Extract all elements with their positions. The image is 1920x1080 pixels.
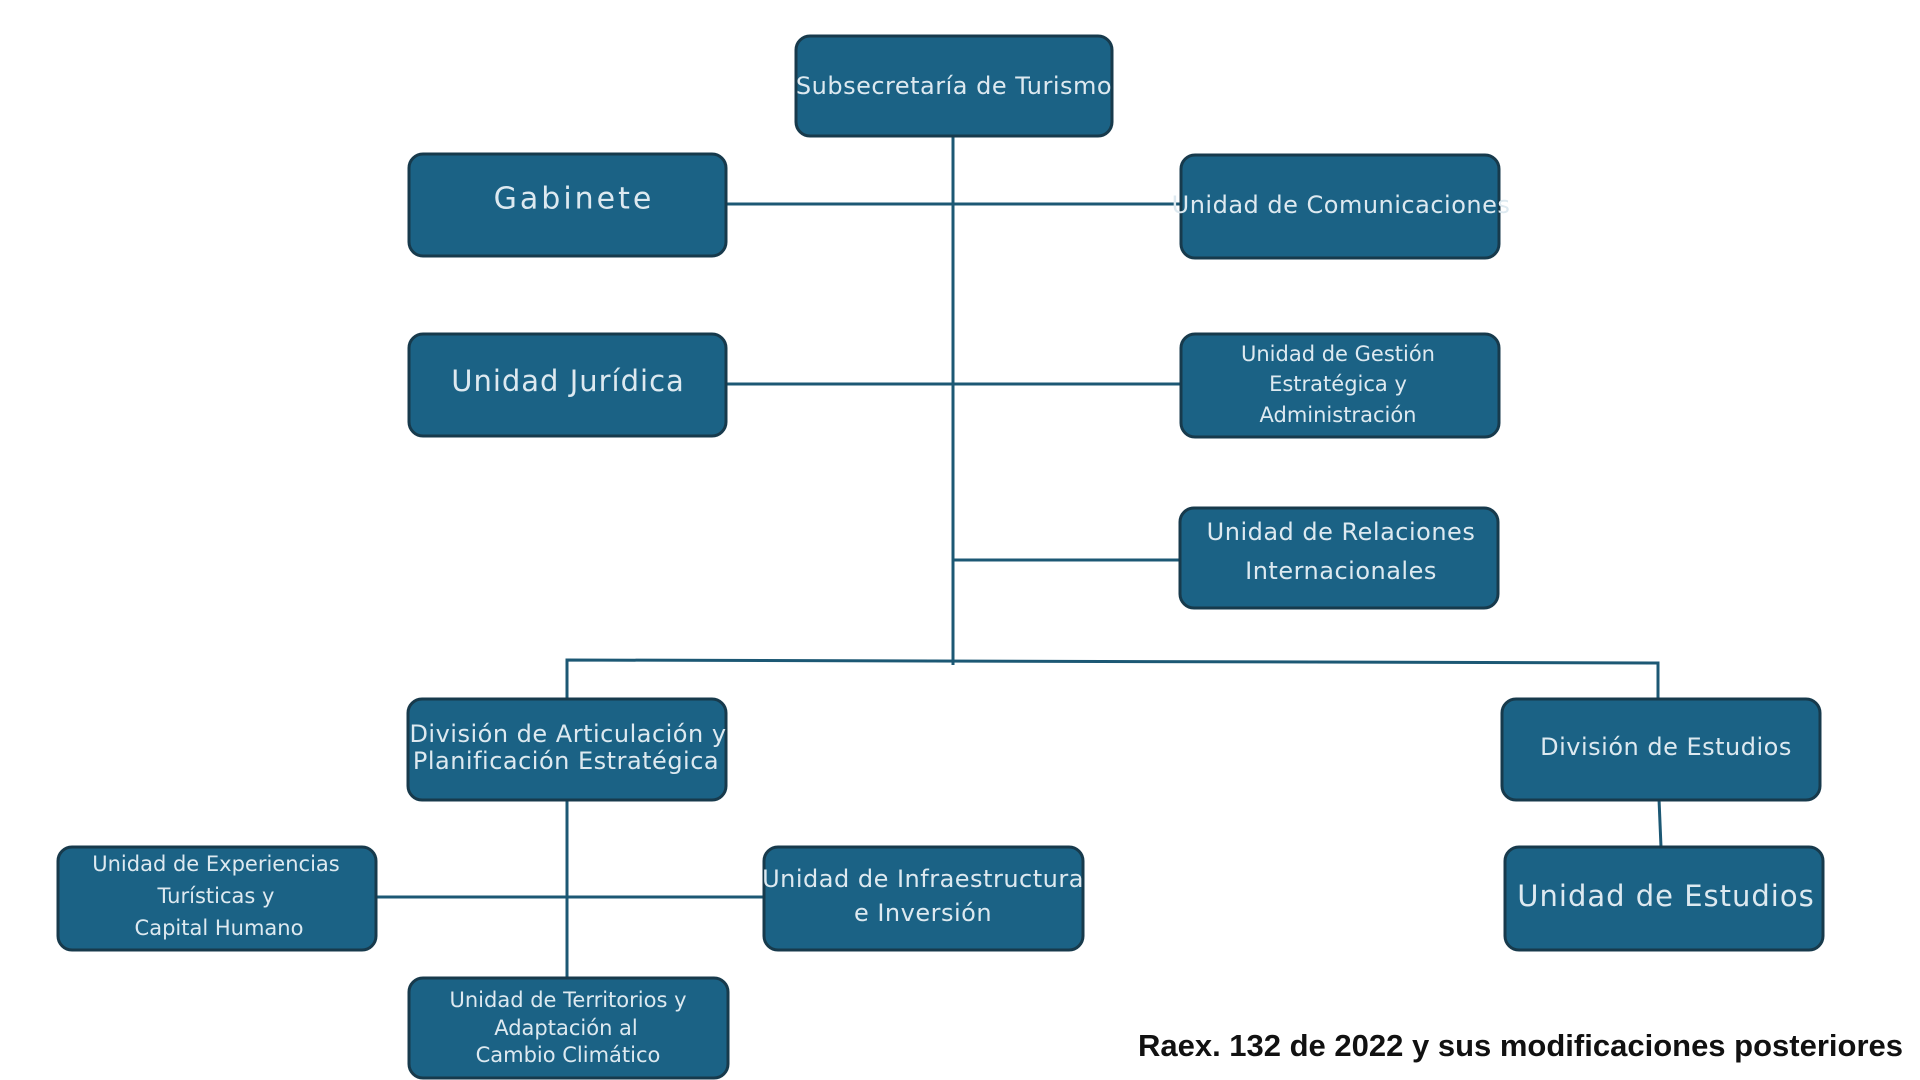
- node-unidad-comunicaciones: Unidad de Comunicaciones: [1172, 153, 1511, 260]
- node-gabinete: Gabinete: [407, 152, 728, 258]
- node-box: [407, 152, 728, 258]
- node-box: [794, 34, 1114, 138]
- node-label-line-1: Unidad de Infraestructura: [762, 865, 1084, 893]
- node-label-line-2: Internacionales: [1245, 557, 1437, 585]
- node-unidad-infraestructura: Unidad de Infraestructura e Inversión: [762, 845, 1085, 952]
- node-unidad-estudios: Unidad de Estudios: [1503, 845, 1825, 952]
- node-label-line-3: Cambio Climático: [476, 1043, 661, 1067]
- node-label-line-3: Capital Humano: [135, 916, 304, 940]
- node-label: Gabinete: [494, 182, 655, 217]
- node-label-line-1: Unidad de Experiencias: [92, 852, 339, 876]
- node-label-line-2: Turísticas y: [157, 884, 275, 908]
- node-label: Unidad de Estudios: [1517, 879, 1814, 913]
- node-label: División de Estudios: [1540, 733, 1792, 761]
- node-label-line-2: Adaptación al: [494, 1016, 638, 1040]
- node-division-articulacion: División de Articulación y Planificación…: [406, 697, 728, 802]
- node-label-line-2: Estratégica y: [1269, 372, 1407, 396]
- node-label: Unidad de Comunicaciones: [1172, 191, 1511, 219]
- node-subsecretaria: Subsecretaría de Turismo: [794, 34, 1114, 138]
- node-label-line-1: Unidad de Gestión: [1241, 342, 1435, 366]
- node-label-line-1: Unidad de Relaciones: [1207, 518, 1476, 546]
- node-box: [407, 976, 730, 1080]
- node-box: [56, 845, 378, 952]
- node-unidad-gestion-estrategica: Unidad de Gestión Estratégica y Administ…: [1179, 332, 1501, 439]
- node-label-line-3: Administración: [1260, 403, 1417, 427]
- node-label: Subsecretaría de Turismo: [796, 72, 1112, 100]
- connector-divisions-bar: [565, 658, 1660, 699]
- node-unidad-relaciones-internacionales: Unidad de Relaciones Internacionales: [1178, 506, 1500, 610]
- node-division-estudios: División de Estudios: [1500, 697, 1822, 802]
- node-box: [1179, 153, 1501, 260]
- node-box: [1179, 332, 1501, 439]
- source-note: Raex. 132 de 2022 y sus modificaciones p…: [1137, 1028, 1903, 1063]
- node-box: [407, 332, 728, 438]
- node-box: [1178, 506, 1500, 610]
- node-unidad-experiencias: Unidad de Experiencias Turísticas y Capi…: [56, 845, 378, 952]
- node-box: [762, 845, 1085, 952]
- node-box: [1500, 697, 1822, 802]
- node-box: [1503, 845, 1825, 952]
- connectors: [376, 136, 1663, 978]
- node-label-line-1: División de Articulación y: [409, 720, 726, 748]
- node-unidad-juridica: Unidad Jurídica: [407, 332, 728, 438]
- node-label-line-2: e Inversión: [854, 899, 992, 927]
- node-label-line-1: Unidad de Territorios y: [450, 988, 687, 1012]
- node-box: [406, 697, 728, 802]
- node-label: Unidad Jurídica: [451, 364, 685, 398]
- connector-unidad-estudios: [1657, 798, 1663, 848]
- node-label-line-2: Planificación Estratégica: [413, 747, 719, 775]
- node-unidad-territorios: Unidad de Territorios y Adaptación al Ca…: [407, 976, 730, 1080]
